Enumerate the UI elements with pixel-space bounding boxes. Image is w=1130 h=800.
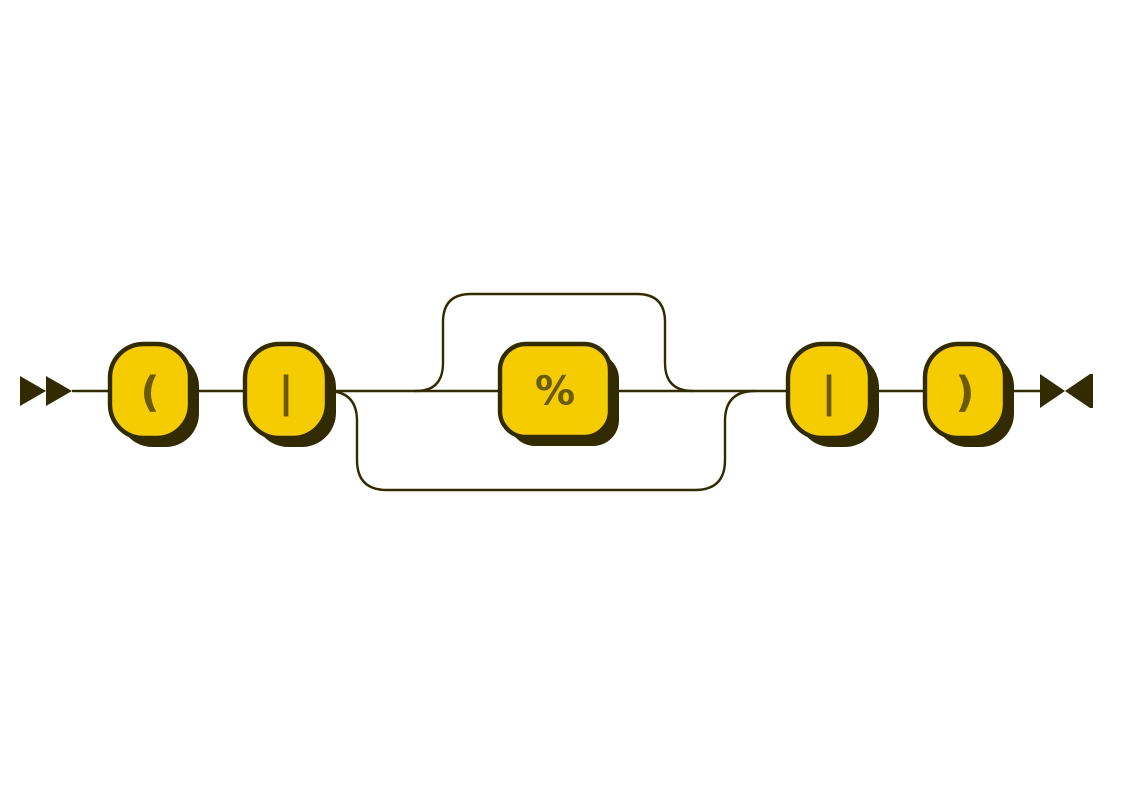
loop-bypass-upper <box>415 292 694 393</box>
node-close-paren-body[interactable] <box>922 341 1008 441</box>
node-open-paren-body[interactable] <box>107 341 193 441</box>
node-open-paren[interactable]: ( <box>107 341 199 447</box>
node-percent[interactable]: % <box>497 341 619 446</box>
node-pipe-left[interactable]: | <box>242 341 336 447</box>
node-close-paren[interactable]: ) <box>922 341 1014 447</box>
node-percent-body[interactable] <box>497 341 613 440</box>
end-marker-bar <box>1090 374 1093 408</box>
end-marker-triangle-right <box>1065 374 1090 408</box>
node-pipe-left-body[interactable] <box>242 341 330 441</box>
start-marker-triangle-second <box>46 376 72 406</box>
start-marker-triangle-first <box>20 376 46 406</box>
end-marker-triangle-left <box>1040 374 1065 408</box>
loop-group <box>326 292 756 492</box>
end-marker <box>1040 374 1093 408</box>
start-marker <box>20 376 72 406</box>
terminal-node-group: ( |% |) <box>107 341 1014 447</box>
node-pipe-right-body[interactable] <box>785 341 873 441</box>
node-pipe-right[interactable]: | <box>785 341 879 447</box>
loop-repeat-lower <box>326 389 756 492</box>
